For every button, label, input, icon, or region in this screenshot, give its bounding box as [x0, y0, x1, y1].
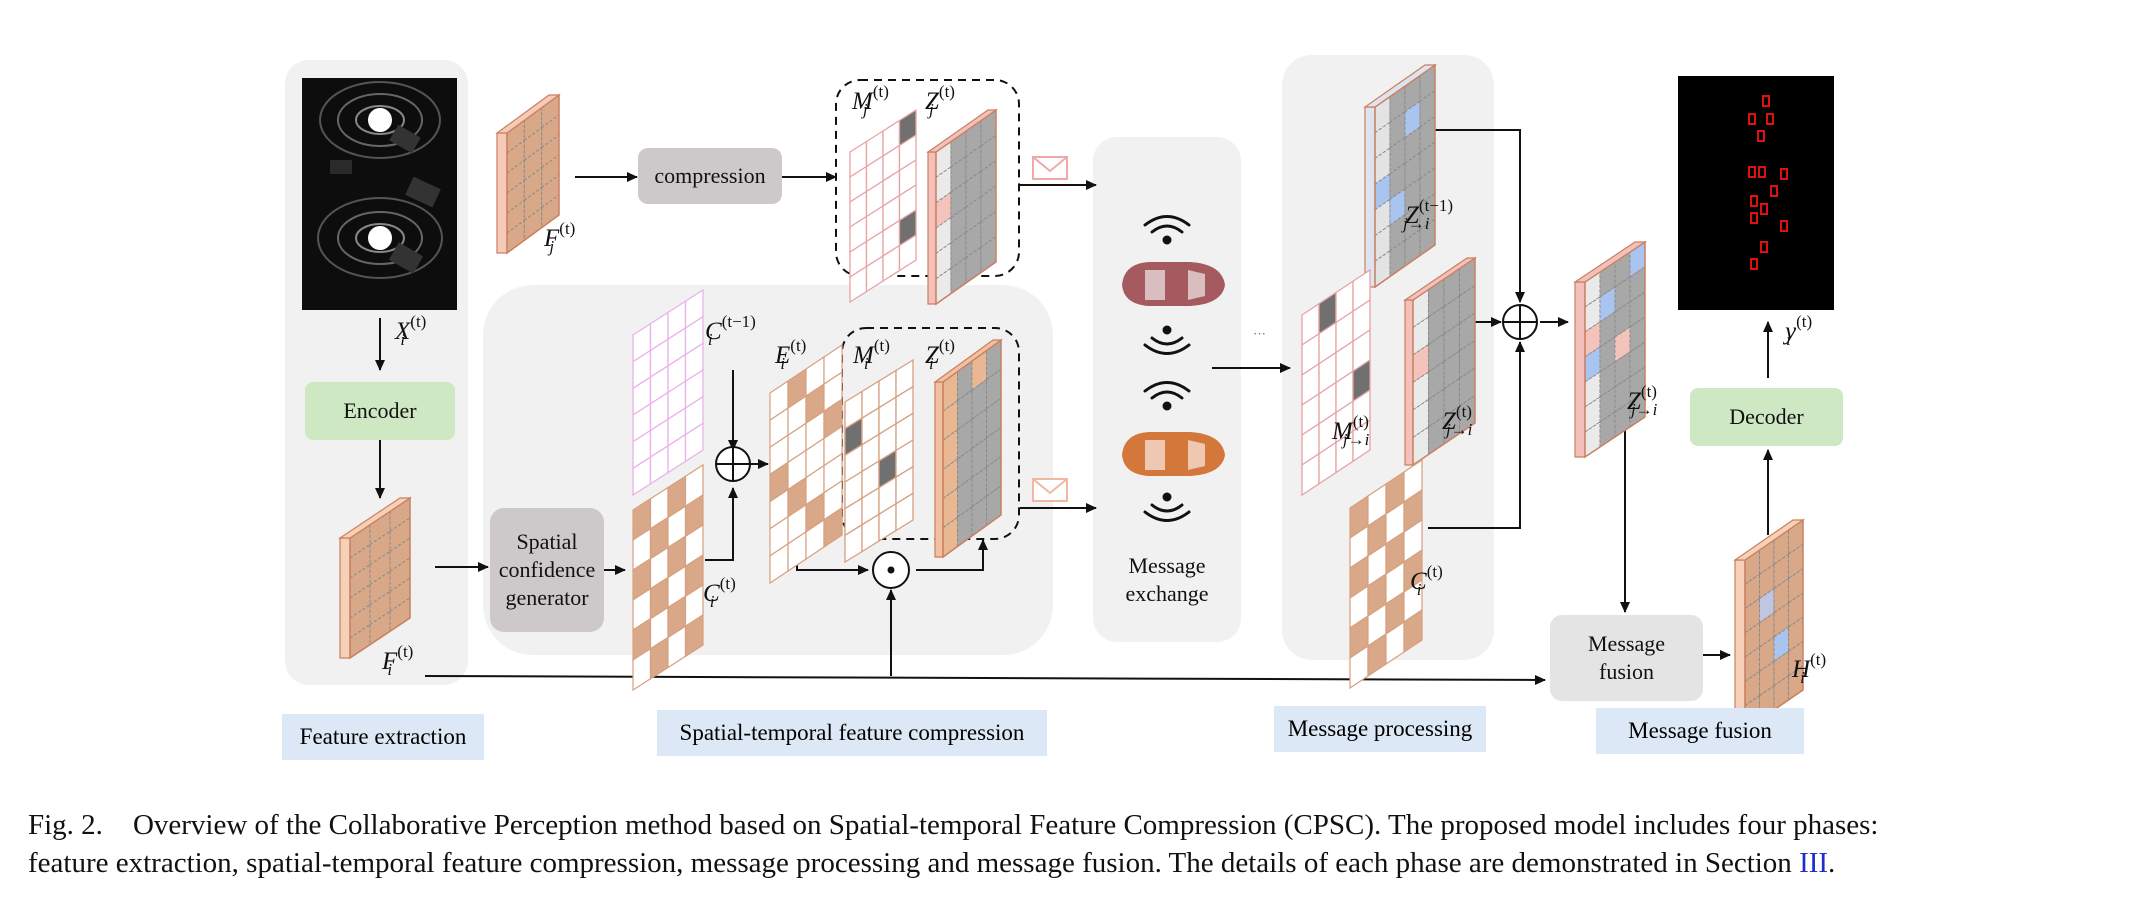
figure-caption: Fig. 2.Overview of the Collaborative Per…	[28, 806, 2108, 882]
symbol-c-i-proc: C(t)i	[1410, 562, 1443, 599]
decoder-module: Decoder	[1690, 388, 1843, 446]
symbol-m-i: M(t)i	[853, 336, 890, 373]
feature-f-i	[338, 496, 412, 660]
message-processing-panel	[1282, 55, 1494, 660]
fused-h-i	[1733, 518, 1805, 732]
symbol-z-j: Z(t)j	[925, 82, 955, 119]
prev-z-hat	[1363, 63, 1437, 289]
compressed-z-j	[926, 108, 998, 306]
encoder-module: Encoder	[305, 382, 455, 440]
spatial-confidence-generator-module: Spatial confidence generator	[490, 508, 604, 632]
phase-label-feature-extraction: Feature extraction	[282, 714, 484, 760]
multiply-operator-icon	[872, 551, 910, 589]
fused-z-tilde	[1573, 240, 1647, 459]
symbol-z-tilde: Z(t)j→i	[1627, 382, 1658, 419]
phase-label-message-processing: Message processing	[1274, 706, 1486, 752]
mask-m-i	[844, 358, 914, 564]
confidence-c-prev	[632, 288, 704, 497]
symbol-x-i: X(t)i	[395, 312, 427, 349]
feature-e-i	[769, 343, 843, 585]
car-icon	[1122, 262, 1225, 306]
section-reference-link[interactable]: III	[1799, 847, 1829, 879]
symbol-z-ji: Z(t)j→i	[1442, 402, 1473, 439]
message-exchange-label: Message exchange	[1125, 553, 1209, 606]
symbol-z-i: Z(t)i	[925, 336, 955, 373]
car-icon	[1122, 432, 1225, 476]
caption-line-1: Fig. 2.Overview of the Collaborative Per…	[28, 809, 1879, 841]
symbol-h-i: H(t)i	[1792, 650, 1827, 687]
compression-module: compression	[638, 148, 782, 204]
ellipsis: ···	[1253, 326, 1266, 341]
symbol-c-i-prev: C(t−1)i	[705, 312, 756, 349]
fusion-plus-operator-icon	[1502, 304, 1538, 340]
cpsc-overview-diagram	[285, 55, 1834, 732]
symbol-y-hat: y(t)i	[1785, 312, 1813, 349]
envelope-icon	[1032, 156, 1068, 180]
signal-icon	[1143, 492, 1191, 522]
symbol-c-i: C(t)i	[703, 574, 736, 611]
symbol-e-i: E(t)i	[775, 336, 807, 373]
confidence-c-i	[632, 463, 704, 692]
caption-line-2: feature extraction, spatial-temporal fea…	[28, 847, 1836, 879]
symbol-f-j: F(t)j	[544, 219, 576, 256]
wifi-icon	[1143, 215, 1191, 245]
symbol-f-i: F(t)i	[382, 642, 414, 679]
symbol-z-hat-prev: Z(t−1)j→i	[1403, 196, 1454, 233]
mask-m-ji	[1301, 268, 1371, 497]
feature-tensors	[338, 63, 1805, 732]
detection-output-image	[1678, 76, 1834, 310]
mask-m-j	[849, 108, 917, 304]
compressed-z-i	[933, 338, 1003, 559]
symbol-m-ji: M(t)j→i	[1332, 412, 1370, 449]
envelope-icon	[1032, 478, 1068, 502]
feature-z-ji	[1403, 256, 1477, 467]
feature-f-j	[495, 93, 561, 255]
phase-label-compression: Spatial-temporal feature compression	[657, 710, 1047, 756]
wifi-icon	[1143, 381, 1191, 411]
symbol-m-j: M(t)j	[852, 82, 889, 119]
message-fusion-module: Message fusion	[1550, 615, 1703, 701]
plus-operator-icon	[715, 446, 751, 482]
confidence-c-i-processing	[1349, 458, 1423, 690]
phase-label-message-fusion: Message fusion	[1596, 708, 1804, 754]
lidar-input-image	[302, 78, 457, 310]
signal-icon	[1143, 325, 1191, 355]
message-exchange-panel	[1093, 137, 1241, 642]
